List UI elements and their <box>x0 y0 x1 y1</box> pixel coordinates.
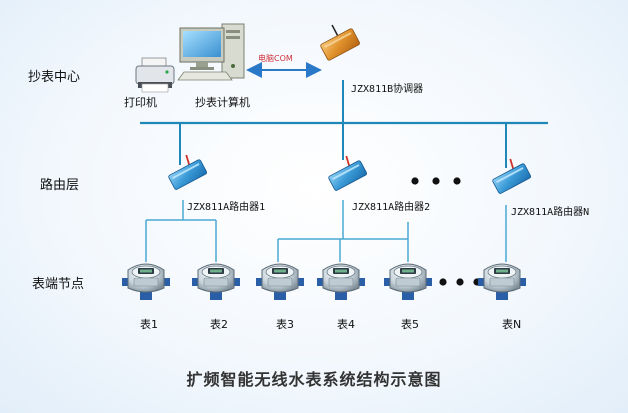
printer-label: 打印机 <box>124 96 157 109</box>
diagram-title: 扩频智能无线水表系统结构示意图 <box>186 370 442 389</box>
water-meter-icon-2 <box>192 263 240 300</box>
router-icon-n <box>492 158 531 194</box>
row-label-router-layer: 路由层 <box>40 178 80 193</box>
water-meter-icon-6 <box>478 263 526 300</box>
meter-label-5: 表5 <box>401 318 419 331</box>
computer-label: 抄表计算机 <box>195 96 250 109</box>
coordinator-icon <box>320 24 360 61</box>
meter-label-n: 表N <box>502 318 522 331</box>
router1-branch <box>145 200 217 262</box>
meter-label-4: 表4 <box>337 318 355 331</box>
row-label-meter-layer: 表端节点 <box>32 277 85 292</box>
com-link-label: 电脑COM <box>258 54 293 63</box>
water-meter-icon-3 <box>256 263 304 300</box>
router2-branch <box>277 200 409 262</box>
router-icon-2 <box>328 155 367 191</box>
printer-icon <box>135 57 175 93</box>
ellipsis-dots-meters <box>439 278 481 286</box>
row-label-center: 抄表中心 <box>28 70 81 85</box>
water-meter-icon-1 <box>122 263 170 300</box>
router2-label: JZX811A路由器2 <box>352 202 431 213</box>
meter-label-3: 表3 <box>276 318 294 331</box>
computer-icon <box>177 23 245 81</box>
ellipsis-dots-routers <box>411 177 461 185</box>
router1-label: JZX811A路由器1 <box>187 202 266 213</box>
water-meter-icon-5 <box>384 263 432 300</box>
meter-label-2: 表2 <box>210 318 228 331</box>
meter-label-1: 表1 <box>140 318 158 331</box>
routerN-label: JZX811A路由器N <box>511 207 590 218</box>
coordinator-label: JZX811B协调器 <box>351 84 424 95</box>
water-meter-icon-4 <box>317 263 365 300</box>
router-icon-1 <box>168 154 207 190</box>
